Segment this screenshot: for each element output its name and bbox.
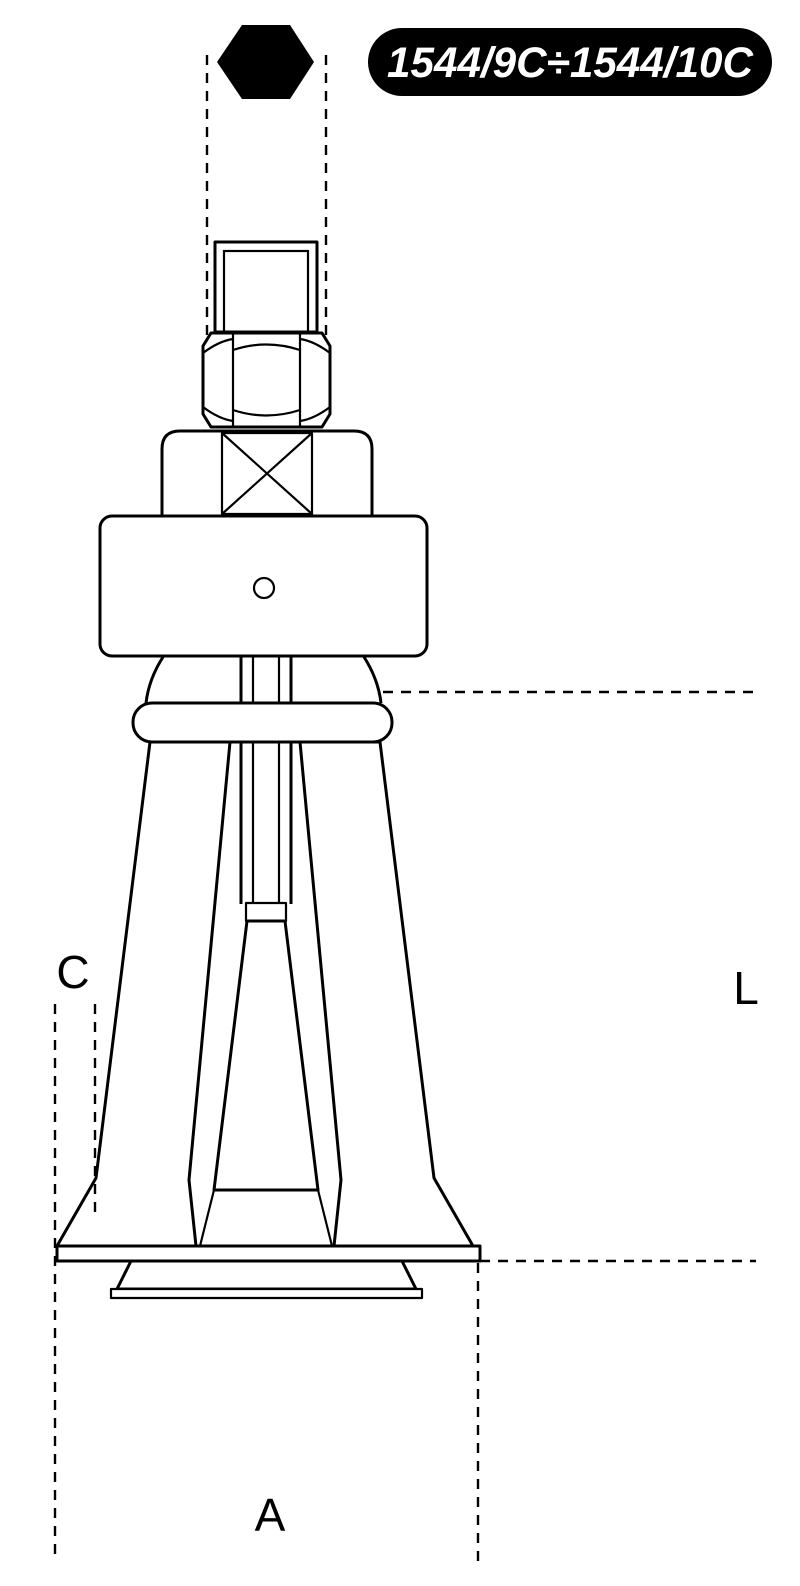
adapter-cap <box>160 429 374 518</box>
model-badge: 1544/9C÷1544/10C <box>368 28 772 96</box>
cone-flare-right <box>316 1189 334 1247</box>
hex-nut-chamfer-bottom <box>202 406 331 423</box>
shoulder-right <box>362 656 383 704</box>
hex-nut <box>201 331 332 429</box>
adapter-cross-2 <box>221 432 313 515</box>
hex-drive-icon <box>217 25 314 99</box>
badge-label: 1544/9C÷1544/10C <box>387 39 754 87</box>
dim-label-l: L <box>733 962 759 1014</box>
collar-ring <box>131 701 394 744</box>
dimension-lines <box>53 690 756 1562</box>
shoulder-left <box>144 656 165 704</box>
hex-nut-outline <box>201 331 332 429</box>
body-pin-hole <box>252 576 276 600</box>
spindle-stem <box>239 657 293 923</box>
hex-nut-chamfer-top <box>202 337 331 354</box>
base-plate <box>115 1259 418 1291</box>
stem-step <box>244 901 288 923</box>
leg-right <box>298 740 475 1248</box>
square-drive-outer <box>213 240 319 334</box>
main-body <box>98 514 429 658</box>
dim-label-c: C <box>56 946 89 998</box>
cone-flare-left <box>198 1189 216 1247</box>
expansion-cone <box>212 919 320 1192</box>
square-drive <box>213 240 319 334</box>
foot-flange <box>55 1244 482 1263</box>
base-plate-lip <box>109 1287 424 1300</box>
dim-label-a: A <box>255 1489 286 1541</box>
badge-pill <box>368 28 772 96</box>
